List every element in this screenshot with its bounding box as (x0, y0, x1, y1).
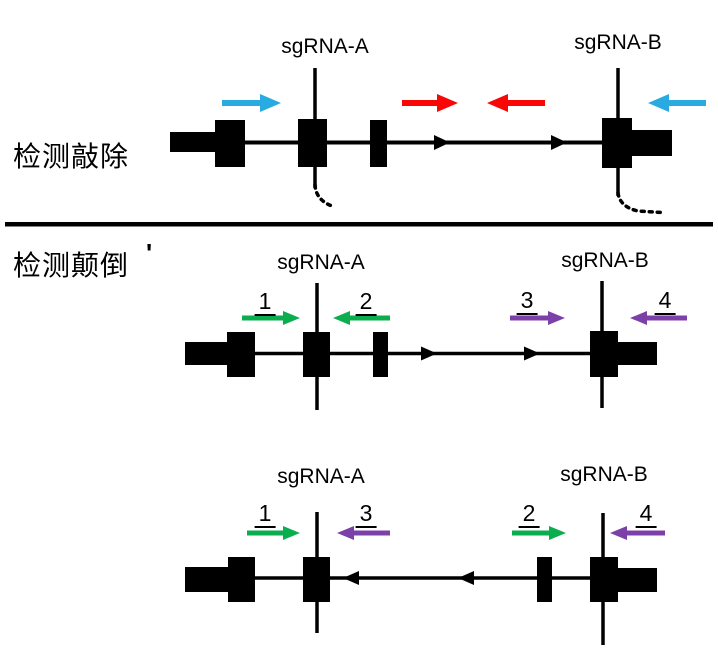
exon-utr-box (185, 567, 229, 592)
knockout-gene-track (170, 68, 672, 215)
primer-4-arrow-reverse (630, 311, 687, 325)
primer-shaft (247, 530, 284, 536)
sgrna-b-target-exon (602, 118, 632, 168)
inversion-section-label: 检测颠倒 (13, 251, 130, 282)
primer-shaft (222, 100, 262, 106)
small-exon-box-inverted (537, 557, 552, 602)
primer-shaft (510, 315, 549, 321)
knockout-sgrna-a-label: sgRNA-A (281, 35, 369, 58)
primer-2-arrow-forward (512, 526, 566, 540)
primer-arrowhead (260, 94, 281, 112)
primer-arrowhead (648, 94, 669, 112)
exon-utr-box (632, 130, 672, 156)
transcription-direction-arrowhead (421, 346, 437, 361)
primer-1-number: 1 (254, 502, 276, 528)
primer-4-number-text: 4 (635, 502, 657, 528)
primer-shaft (507, 100, 545, 106)
small-exon-box (370, 120, 387, 167)
knockout-sgrna-b-label: sgRNA-B (574, 31, 662, 54)
primer-shaft (668, 100, 706, 106)
exon-utr-box (618, 342, 657, 365)
forward-sgrna-a-label: sgRNA-A (277, 251, 365, 274)
sgrna-b-target-exon (590, 557, 618, 602)
sgrna-a-cut-dotted-tail (313, 183, 334, 208)
primer-2-number-text: 2 (518, 502, 540, 528)
sgrna-a-target-exon (303, 332, 330, 377)
primer-arrow-red-reverse (487, 94, 545, 112)
sgrna-b-cut-dotted-tail (616, 191, 664, 215)
inverted-sgrna-a-label: sgRNA-A (277, 465, 365, 488)
primer-1-number: 1 (254, 290, 276, 316)
exon-box (228, 557, 255, 602)
primer-arrowhead (610, 526, 627, 540)
primer-shaft (626, 530, 665, 536)
primer-arrowhead (283, 311, 300, 325)
primer-arrowhead (333, 311, 350, 325)
inverted-direction-arrowhead (458, 571, 474, 585)
sgrna-a-target-exon (298, 119, 327, 167)
exon-utr-box (185, 342, 229, 365)
primer-arrowhead (283, 526, 300, 540)
sgrna-a-target-exon (303, 557, 330, 602)
transcription-direction-arrowhead (551, 135, 567, 150)
transcription-direction-arrowhead (524, 346, 540, 361)
primer-arrowhead (548, 311, 565, 325)
inverted-direction-arrowhead (343, 571, 359, 585)
inverted-sgrna-b-label: sgRNA-B (560, 463, 648, 486)
primer-shaft (512, 530, 550, 536)
primer-3-number: 3 (355, 502, 377, 528)
primer-arrow-blue-reverse (648, 94, 706, 112)
primer-shaft (353, 530, 390, 536)
forward-sgrna-b-label: sgRNA-B (561, 249, 649, 272)
stray-tick-mark: ' (146, 238, 153, 268)
primer-1-arrow-forward (247, 526, 300, 540)
inversion-inverted-gene-track (185, 512, 657, 645)
exon-box (227, 332, 255, 377)
primer-1-number-text: 1 (254, 290, 276, 316)
primer-2-arrow-reverse (333, 311, 390, 325)
primer-3-number-text: 3 (355, 502, 377, 528)
primer-1-number-text: 1 (254, 502, 276, 528)
primer-2-number-text: 2 (355, 290, 377, 316)
knockout-section-label: 检测敲除 (13, 142, 130, 173)
sgrna-b-target-exon (590, 331, 618, 377)
primer-arrowhead (487, 94, 508, 112)
inversion-forward-gene-track (185, 281, 657, 410)
small-exon-box (373, 332, 388, 377)
primer-shaft (242, 315, 284, 321)
primer-arrow-red-forward (402, 94, 458, 112)
exon-utr-box (618, 568, 657, 592)
primer-2-number: 2 (518, 502, 540, 528)
primer-shaft (646, 315, 687, 321)
primer-arrow-blue-forward (222, 94, 281, 112)
exon-box (215, 120, 245, 167)
primer-4-arrow-reverse (610, 526, 665, 540)
primer-4-number: 4 (635, 502, 657, 528)
primer-3-arrow-forward (510, 311, 565, 325)
primer-shaft (349, 315, 390, 321)
primer-4-number: 4 (654, 289, 676, 315)
primer-shaft (402, 100, 439, 106)
primer-arrowhead (630, 311, 647, 325)
section-divider (5, 222, 713, 227)
primer-arrowhead (337, 526, 354, 540)
exon-utr-box (170, 132, 216, 152)
primer-1-arrow-forward (242, 311, 300, 325)
primer-2-number: 2 (355, 290, 377, 316)
transcription-direction-arrowhead (434, 135, 450, 150)
primer-3-number-text: 3 (516, 289, 538, 315)
primer-3-arrow-reverse (337, 526, 390, 540)
primer-arrowhead (437, 94, 458, 112)
primer-4-number-text: 4 (654, 289, 676, 315)
primer-arrowhead (549, 526, 566, 540)
primer-3-number: 3 (516, 289, 538, 315)
